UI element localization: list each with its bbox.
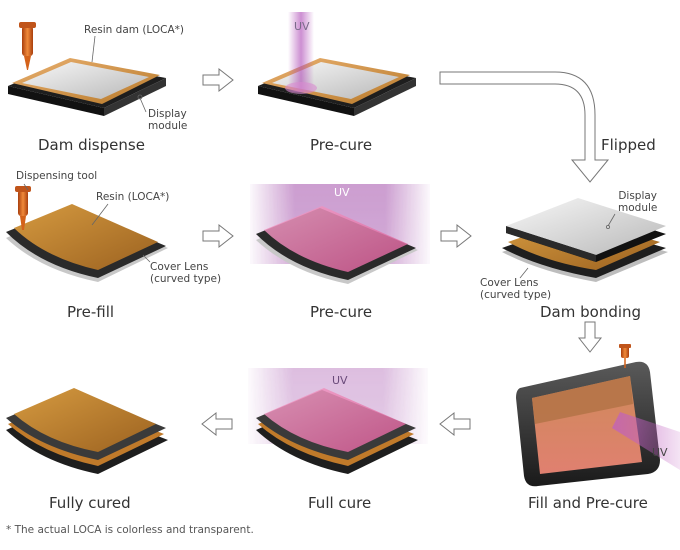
cover-lens-callout: Cover Lens (curved type) — [480, 277, 551, 301]
step-label-pre-cure: Pre-cure — [310, 136, 373, 154]
flipped-arrow — [439, 71, 610, 183]
uv-label: UV — [332, 374, 348, 387]
fill-and-pre-cure-illustration — [516, 344, 680, 487]
step-label-full-cure: Full cure — [308, 494, 372, 512]
arrow-left-2 — [201, 412, 233, 436]
step-label-dam-bonding: Dam bonding — [540, 303, 642, 321]
step-label-pre-cure: Pre-cure — [310, 303, 373, 321]
display-module-label-line2: module — [148, 120, 188, 132]
dam-bonding-illustration — [502, 198, 668, 282]
step-label-flipped: Flipped — [601, 136, 656, 154]
step-label-fully-cured: Fully cured — [49, 494, 131, 512]
pre-fill-illustration — [6, 183, 168, 282]
full-cure-illustration — [248, 368, 428, 474]
resin-dam-callout: Resin dam (LOCA*) — [84, 24, 185, 36]
arrow-left-1 — [439, 412, 471, 436]
display-module-label-line2: module — [618, 202, 658, 214]
uv-beam — [612, 412, 680, 470]
arrow-right-2 — [202, 224, 234, 248]
display-module-callout: Display module — [148, 108, 187, 132]
arrow-down-1 — [578, 321, 602, 353]
uv-label: UV — [334, 186, 350, 199]
step-label-dam-dispense: Dam dispense — [38, 136, 145, 154]
dispensing-tool-icon — [19, 22, 36, 70]
cover-lens-label-line1: Cover Lens — [480, 277, 539, 289]
dispensing-tool-icon — [619, 344, 631, 368]
cover-lens-callout: Cover Lens (curved type) — [150, 261, 221, 285]
display-module-callout: Display module — [618, 190, 657, 214]
uv-beam — [285, 12, 317, 94]
cover-lens-label-line2: (curved type) — [480, 289, 552, 301]
arrow-right-1 — [202, 68, 234, 92]
pre-cure-fill-illustration — [250, 184, 430, 284]
dispensing-tool-icon — [15, 186, 31, 230]
dispensing-tool-callout: Dispensing tool — [16, 170, 98, 182]
fully-cured-illustration — [6, 388, 168, 474]
step-label-pre-fill: Pre-fill — [67, 303, 115, 321]
uv-label: UV — [294, 20, 310, 33]
cover-lens-label-line2: (curved type) — [150, 273, 222, 285]
display-module-label-line1: Display — [148, 108, 187, 120]
dam-dispense-illustration — [8, 22, 166, 116]
arrow-right-3 — [440, 224, 472, 248]
resin-callout: Resin (LOCA*) — [96, 191, 170, 203]
uv-label: UV — [652, 446, 668, 459]
step-label-fill-and-pre-cure: Fill and Pre-cure — [528, 494, 648, 512]
footnote: * The actual LOCA is colorless and trans… — [6, 524, 254, 536]
cover-lens-label-line1: Cover Lens — [150, 261, 209, 273]
display-module-label-line1: Display — [618, 190, 658, 202]
pre-cure-dam-illustration — [258, 12, 416, 116]
